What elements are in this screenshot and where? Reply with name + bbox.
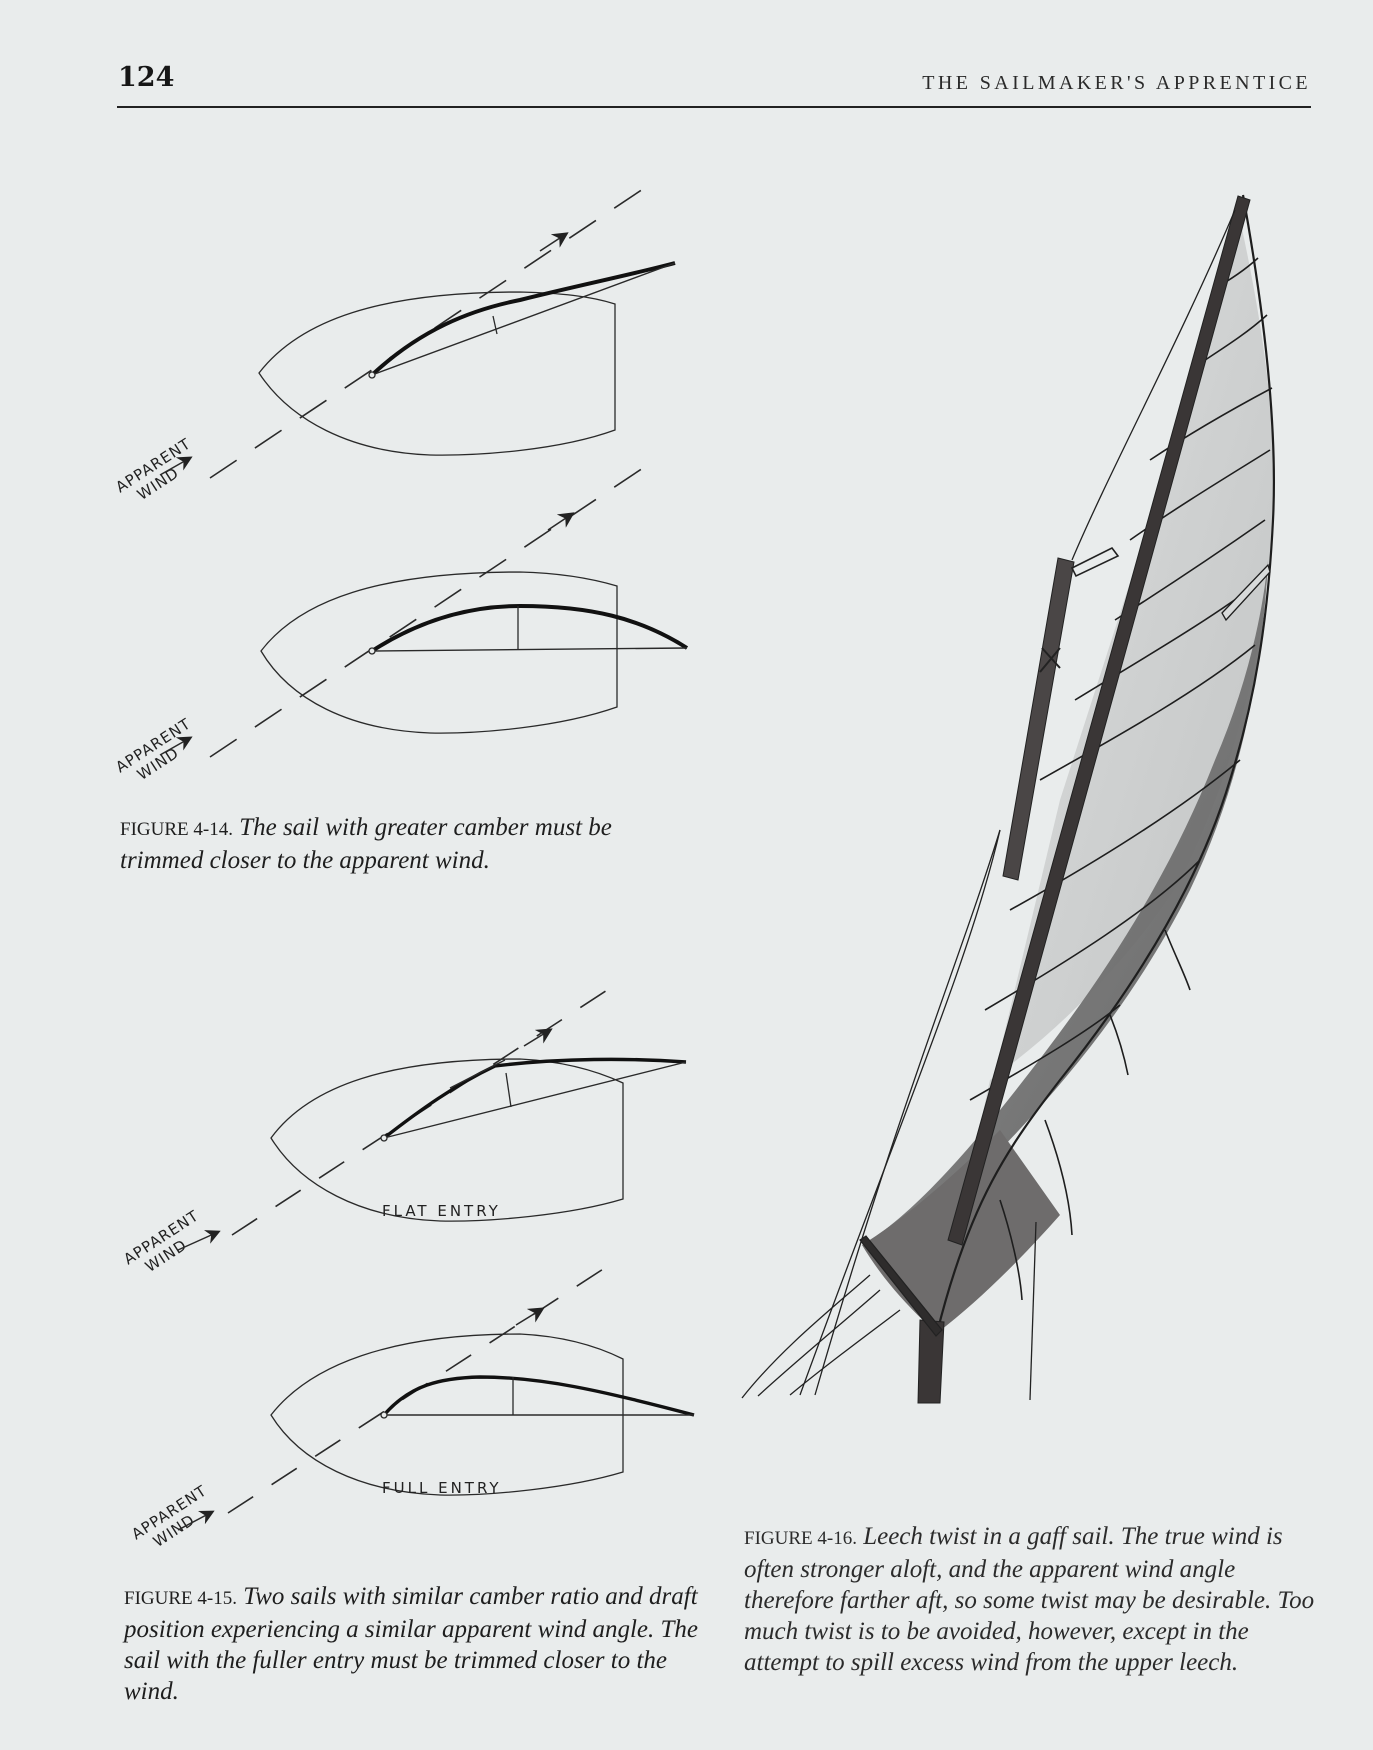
camber-depth-line (505, 1072, 512, 1108)
figure-label: FIGURE 4-15. (124, 1588, 237, 1609)
sail-chord (371, 262, 676, 376)
wind-arrow-icon (539, 232, 569, 252)
wind-label-arrow-icon (159, 456, 193, 476)
sail-chord (371, 647, 688, 652)
rigging-lines (741, 209, 1236, 1401)
page-number: 124 (118, 62, 175, 93)
mast-point (368, 647, 376, 655)
fig-4-16-gaff-sail-illustration (741, 194, 1276, 1404)
figure-4-15-caption: FIGURE 4-15. Two sails with similar camb… (124, 1581, 714, 1707)
caption-text: Leech twist in a gaff sail. The true win… (744, 1523, 1315, 1676)
fig-4-14-diagram-shallow-camber: APPARENT WIND (112, 465, 689, 784)
sail-curve (382, 1375, 695, 1417)
caption-text: Two sails with similar camber ratio and … (124, 1583, 699, 1705)
wind-arrow-icon (547, 512, 575, 531)
wind-line (209, 186, 647, 479)
sail-curve (382, 1057, 687, 1140)
fig-4-14-diagram-deep-camber: APPARENT WIND (112, 186, 676, 504)
caption-text: The sail with greater camber must be tri… (120, 814, 612, 874)
wind-label-arrow-icon (177, 1230, 221, 1251)
flat-entry-label: FLAT ENTRY (382, 1202, 501, 1220)
hull-outline (258, 291, 616, 456)
figure-label: FIGURE 4-14. (120, 819, 233, 840)
apparent-wind-label: APPARENT WIND (120, 1206, 202, 1275)
mast-base (917, 1319, 945, 1404)
running-head: THE SAILMAKER'S APPRENTICE (922, 72, 1311, 94)
throat-fitting (1070, 546, 1120, 578)
hull-outline (270, 1058, 624, 1222)
apparent-wind-label: APPARENT WIND (128, 1481, 210, 1550)
fig-4-15-diagram-flat-entry: FLAT ENTRY APPARENT WIND (120, 982, 687, 1276)
sail-chord (383, 1061, 687, 1139)
sail-curve (370, 603, 689, 653)
wind-label-arrow-icon (159, 736, 193, 756)
mast-point (368, 371, 376, 379)
entry-tangent-line (449, 1059, 506, 1089)
header-rule (117, 106, 1311, 108)
batten-pocket (1221, 563, 1271, 622)
sail-curve (370, 261, 676, 377)
leech-line (935, 194, 1276, 1334)
wind-arrow-icon (515, 1307, 545, 1326)
figure-label: FIGURE 4-16. (744, 1528, 857, 1549)
hull-outline (260, 571, 618, 734)
mast-point (380, 1411, 388, 1419)
apparent-wind-label: APPARENT WIND (112, 714, 194, 783)
camber-depth-line (492, 315, 498, 335)
wind-arrow-icon (523, 1028, 553, 1047)
lashing (1039, 647, 1061, 673)
hull-outline (270, 1333, 624, 1496)
figure-4-14-caption: FIGURE 4-14. The sail with greater cambe… (120, 812, 680, 876)
apparent-wind-label: APPARENT WIND (112, 434, 194, 503)
figure-4-16-caption: FIGURE 4-16. Leech twist in a gaff sail.… (744, 1521, 1324, 1678)
wind-label-arrow-icon (177, 1510, 215, 1531)
mast-point (380, 1134, 388, 1142)
gaff-spar (947, 195, 1251, 1246)
fig-4-15-diagram-full-entry: FULL ENTRY APPARENT WIND (128, 1261, 695, 1551)
full-entry-label: FULL ENTRY (382, 1479, 502, 1497)
mast-top (1002, 557, 1075, 881)
boom-end (859, 1235, 943, 1337)
